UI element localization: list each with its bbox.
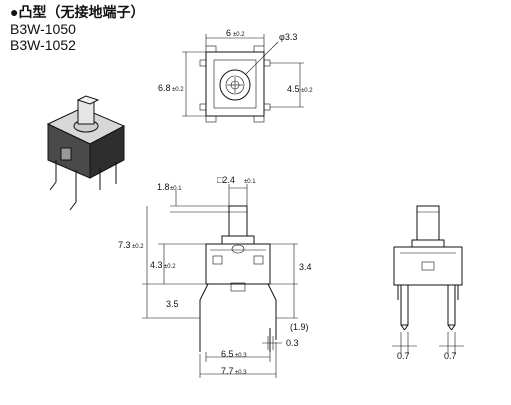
stem-size-value: □2.4	[217, 175, 235, 185]
total-height-tolerance: ±0.2	[132, 244, 144, 250]
pin-pitch-value: 4.5	[287, 84, 300, 94]
stem-offset-tolerance: ±0.1	[170, 186, 182, 192]
model-number-1: B3W-1050	[10, 21, 76, 37]
body-right-height: 3.4	[299, 262, 312, 272]
lead-width-left: 0.7	[397, 351, 410, 361]
section-title: ●凸型（无接地端子）	[10, 4, 145, 20]
front-view-drawing	[142, 184, 298, 378]
pin-pitch-tolerance: ±0.2	[301, 88, 313, 94]
top-view-drawing	[182, 34, 304, 123]
top-height-tolerance: ±0.2	[172, 87, 184, 93]
outer-width-tolerance: ±0.3	[235, 370, 247, 376]
top-height-value: 6.8	[158, 83, 171, 93]
top-width-tolerance: ±0.2	[233, 32, 245, 38]
body-height-value: 4.3	[150, 260, 163, 270]
stem-offset-value: 1.8	[157, 182, 170, 192]
lead-pitch-value: 6.5	[221, 349, 234, 359]
lead-width-right: 0.7	[444, 351, 457, 361]
lead-length-value: 3.5	[166, 299, 179, 309]
body-height-tolerance: ±0.2	[164, 264, 176, 270]
total-height-value: 7.3	[118, 240, 131, 250]
side-view-drawing	[392, 205, 464, 354]
model-number-2: B3W-1052	[10, 37, 76, 53]
lead-pitch-tolerance: ±0.3	[235, 353, 247, 359]
top-width-value: 6	[226, 28, 231, 38]
lead-reference: (1.9)	[290, 322, 309, 332]
outer-width-value: 7.7	[221, 366, 234, 376]
switch-isometric-illustration	[46, 95, 126, 211]
plunger-diameter: φ3.3	[279, 32, 297, 42]
stem-size-tolerance: ±0.1	[244, 179, 256, 185]
lead-thickness: 0.3	[286, 338, 299, 348]
